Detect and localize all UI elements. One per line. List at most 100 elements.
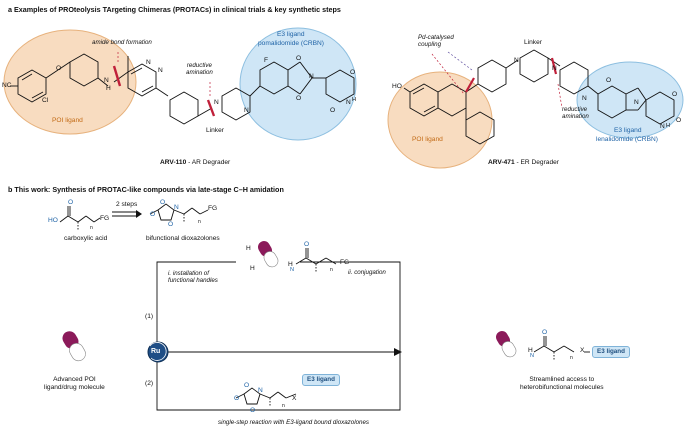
pill-icon <box>62 331 86 362</box>
catalyst-cycle-arrow <box>149 342 167 361</box>
two-steps-arrowhead <box>136 210 142 218</box>
atom-label: O <box>150 211 156 218</box>
e3-ligand-region-arv110 <box>239 27 357 141</box>
e3-ligand-tag: E3 ligand <box>302 374 340 387</box>
section-b-title: b This work: Synthesis of PROTAC-like co… <box>8 185 284 194</box>
pd-note-leader-1 <box>431 53 465 95</box>
atom-label: N <box>214 99 219 106</box>
e3-ligand-sublabel-110: pomalidomide (CRBN) <box>258 40 324 47</box>
arv110-subtitle: - AR Degrader <box>186 159 231 166</box>
carboxylic-acid-label: carboxylic acid <box>64 235 108 242</box>
atom-label: X <box>580 347 585 354</box>
atom-label: N <box>158 67 163 74</box>
atom-label: O <box>330 107 336 114</box>
pathway-lines <box>156 261 401 411</box>
atom-label: O <box>56 65 62 72</box>
atom-label: n <box>282 403 285 409</box>
pd-coupling-note: Pd-catalysed coupling <box>418 34 454 49</box>
reductive-amination-note-471: reductive amination <box>562 106 589 121</box>
atom-label: N <box>582 95 587 102</box>
atom-label: O <box>672 91 678 98</box>
atom-label: O <box>234 395 240 402</box>
atom-label: N <box>346 99 351 106</box>
atom-label: F <box>264 57 269 64</box>
atom-label: FG <box>208 205 218 212</box>
main-arrowhead <box>394 348 402 356</box>
atom-label: O <box>168 221 174 228</box>
arv471-subtitle: - ER Degrader <box>514 159 559 166</box>
e3-ligand-sublabel-471: lenalidomide (CRBN) <box>596 136 658 143</box>
atom-label: O <box>296 95 302 102</box>
arv471-name: ARV-471 <box>488 159 515 166</box>
dioxazolone-structure <box>149 203 209 222</box>
atom-label: O <box>606 77 612 84</box>
atom-label: N <box>104 77 109 84</box>
atom-label: O <box>350 69 356 76</box>
atom-label: O <box>542 329 548 336</box>
arv110-caption: ARV-110 - AR Degrader <box>160 159 231 167</box>
poi-ligand-region-arv471 <box>387 71 493 169</box>
carboxylic-acid-structure <box>59 206 101 230</box>
atom-label: n <box>570 355 573 361</box>
e3-ligand-tag-product: E3 ligand <box>592 346 630 359</box>
atom-label: N <box>634 99 639 106</box>
atom-label: H <box>250 265 255 272</box>
path-one-label: (1) <box>145 313 154 320</box>
reductive-cut-bond-arv471 <box>550 57 558 75</box>
amidated-product-structure <box>295 248 337 272</box>
reductive-note-leader-471 <box>557 83 563 109</box>
poi-ligand-label-471: POI ligand <box>412 136 443 143</box>
atom-label: O <box>68 199 74 206</box>
arv471-caption: ARV-471 - ER Degrader <box>488 159 559 167</box>
atom-label: O <box>250 407 256 414</box>
streamlined-access-label: Streamlined access to heterobifunctional… <box>520 376 604 392</box>
pill-icon <box>496 331 517 358</box>
e3-ligand-label-471: E3 ligand <box>614 127 642 134</box>
atom-label: X <box>292 395 297 402</box>
atom-label: N <box>258 387 263 394</box>
section-a-title: a Examples of PROteolysis TArgeting Chim… <box>8 5 341 14</box>
single-step-note: single-step reaction with E3-ligand boun… <box>218 419 370 426</box>
e3-ligand-label-110: E3 ligand <box>277 31 305 38</box>
atom-label: FG <box>100 215 110 222</box>
atom-label: O <box>296 55 302 62</box>
atom-label: Cl <box>42 97 49 104</box>
arv471-structure <box>403 49 675 145</box>
atom-label: H <box>528 347 533 354</box>
atom-label: H <box>666 123 671 129</box>
atom-label: HO <box>48 217 58 224</box>
path-two-label: (2) <box>145 380 154 387</box>
poi-ligand-region-arv110 <box>3 29 137 135</box>
atom-label: NC <box>2 82 12 89</box>
atom-label: O <box>676 117 682 124</box>
e3-dioxazolone-structure <box>235 387 297 406</box>
pd-cut-bond-arv471 <box>465 77 475 93</box>
step-one-label: i. installation of functional handles <box>168 270 218 285</box>
atom-label: HO <box>392 83 402 90</box>
atom-label: O <box>160 199 166 206</box>
atom-label: N <box>552 65 557 72</box>
atom-label: n <box>198 219 201 225</box>
atom-label: H <box>352 97 357 103</box>
atom-label: N <box>146 59 151 66</box>
e3-ligand-region-arv471 <box>576 61 684 139</box>
two-steps-label: 2 steps <box>116 201 138 208</box>
atom-label: N <box>660 123 665 130</box>
poi-ligand-label-110: POI ligand <box>52 117 83 124</box>
poi-molecule-label: Advanced POI ligand/drug molecule <box>44 376 105 392</box>
linker-label-471: Linker <box>524 39 542 46</box>
atom-label: H <box>288 261 293 268</box>
atom-label: H <box>106 85 111 92</box>
catalyst-label: Ru <box>151 348 161 355</box>
ruthenium-catalyst-icon <box>147 341 169 363</box>
final-product-structure <box>533 336 590 360</box>
reductive-amination-note-110: reductive amination <box>186 62 213 77</box>
atom-label: FG <box>340 259 350 266</box>
atom-label: n <box>90 225 93 231</box>
atom-label: N <box>244 107 249 114</box>
step-two-label: ii. conjugation <box>348 269 386 276</box>
bifunctional-dioxazolones-label: bifunctional dioxazolones <box>146 235 220 242</box>
atom-label: N <box>290 267 295 273</box>
atom-label: O <box>304 241 310 248</box>
arv110-structure <box>10 53 355 125</box>
